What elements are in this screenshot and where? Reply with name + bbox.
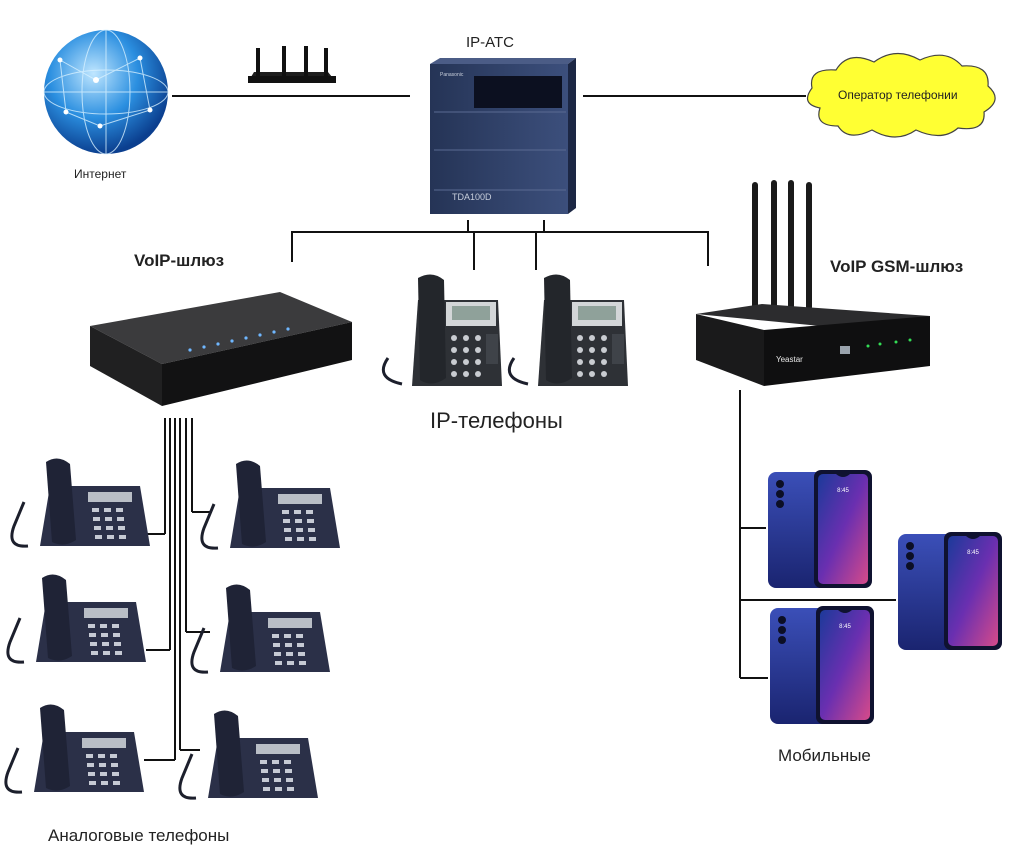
analog-phone	[4, 702, 146, 794]
internet-label: Интернет	[74, 167, 127, 181]
ip-phone	[381, 272, 504, 388]
connection-lines	[144, 95, 896, 761]
voip-gateway-label: VoIP-шлюз	[134, 251, 225, 270]
analog-phones-label: Аналоговые телефоны	[48, 826, 230, 845]
voip-gateway-device	[90, 292, 352, 406]
gsm-gateway-device	[696, 180, 930, 386]
router-icon	[248, 46, 336, 83]
mobile-phone	[898, 532, 1002, 650]
mobile-phone	[770, 606, 874, 724]
operator-cloud	[806, 52, 996, 138]
analog-phone	[10, 456, 152, 548]
analog-phone	[178, 708, 320, 800]
ip-pbx-label: IP-АТС	[466, 34, 514, 51]
gsm-brand-mark: Yeastar	[776, 355, 803, 364]
analog-phone	[6, 572, 148, 664]
globe-icon	[43, 29, 169, 155]
pbx-model-mark: TDA100D	[452, 192, 492, 202]
analog-phone	[190, 582, 332, 674]
ip-phone	[507, 272, 630, 388]
ip-phones-label: IP-телефоны	[430, 408, 563, 433]
mobiles-label: Мобильные	[778, 746, 871, 765]
pbx-brand-mark: Panasonic	[440, 72, 464, 78]
ip-pbx-cabinet	[430, 58, 576, 214]
analog-phone	[200, 458, 342, 550]
operator-label: Оператор телефонии	[838, 88, 958, 102]
mobile-phone	[768, 470, 872, 588]
voip-gsm-gateway-label: VoIP GSM-шлюз	[830, 257, 964, 276]
